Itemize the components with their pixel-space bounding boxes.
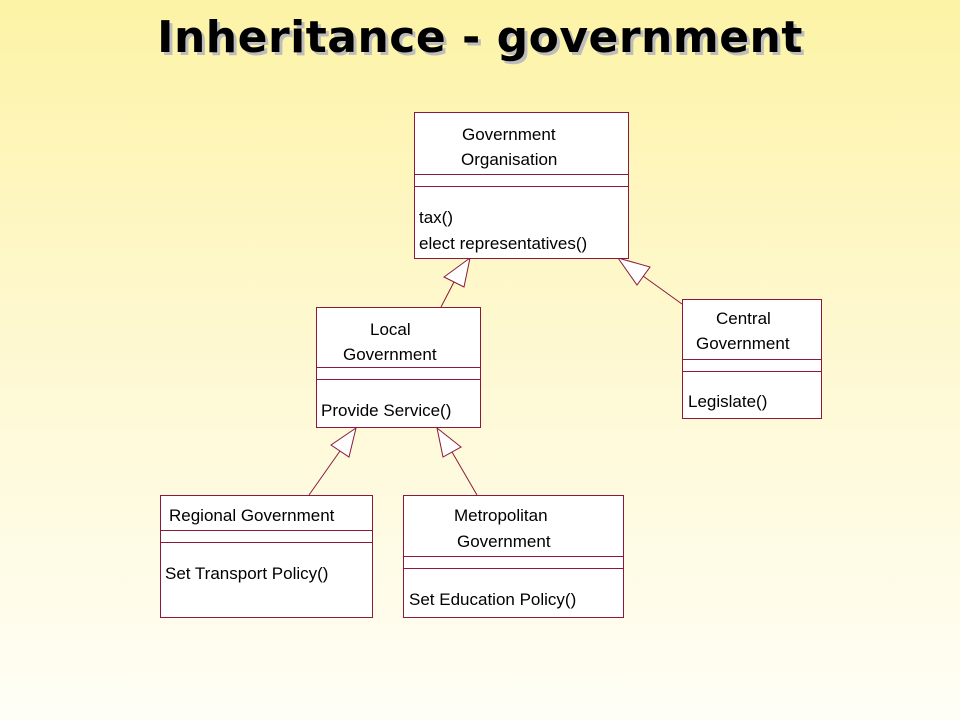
methods-divider [404,568,623,569]
slide-title: Inheritance - government [157,12,803,63]
methods-divider [415,186,628,187]
class-name-line1: Metropolitan [454,506,548,525]
attributes-divider [683,359,821,360]
attributes-divider [161,530,372,531]
class-name-line1: Local [370,320,411,339]
class-metropolitan-government[interactable]: Metropolitan Government Set Education Po… [403,495,624,618]
class-name-line2: Organisation [461,150,558,169]
class-central-government[interactable]: Central Government Legislate() [682,299,822,419]
class-name-line2: Government [696,334,790,353]
edge-central-to-org [642,275,683,305]
edge-metropolitan-to-local [451,451,478,496]
method-provide-service: Provide Service() [321,401,452,420]
class-regional-government[interactable]: Regional Government Set Transport Policy… [160,495,373,618]
method-set-transport-policy: Set Transport Policy() [165,564,329,583]
attributes-divider [415,174,628,175]
methods-divider [161,542,372,543]
arrowhead-metropolitan-to-local [436,426,462,458]
arrowhead-central-to-org [616,257,651,286]
arrowhead-local-to-org [443,256,471,288]
class-name-line2: Government [343,345,437,364]
methods-divider [317,379,480,380]
method-elect-representatives: elect representatives() [419,234,588,253]
method-legislate: Legislate() [688,392,768,411]
attributes-divider [404,556,623,557]
method-tax: tax() [419,208,453,227]
class-name-line1: Central [716,309,771,328]
edge-regional-to-local [308,450,341,496]
method-set-education-policy: Set Education Policy() [409,590,577,609]
class-name-line1: Government [462,125,556,144]
arrowhead-regional-to-local [330,426,357,458]
class-name-line1: Regional Government [169,506,335,525]
class-name-line2: Government [457,532,551,551]
class-government-organisation[interactable]: Government Organisation tax() elect repr… [414,112,629,259]
class-local-government[interactable]: Local Government Provide Service() [316,307,481,428]
methods-divider [683,371,821,372]
attributes-divider [317,367,480,368]
edge-local-to-org [440,281,455,308]
